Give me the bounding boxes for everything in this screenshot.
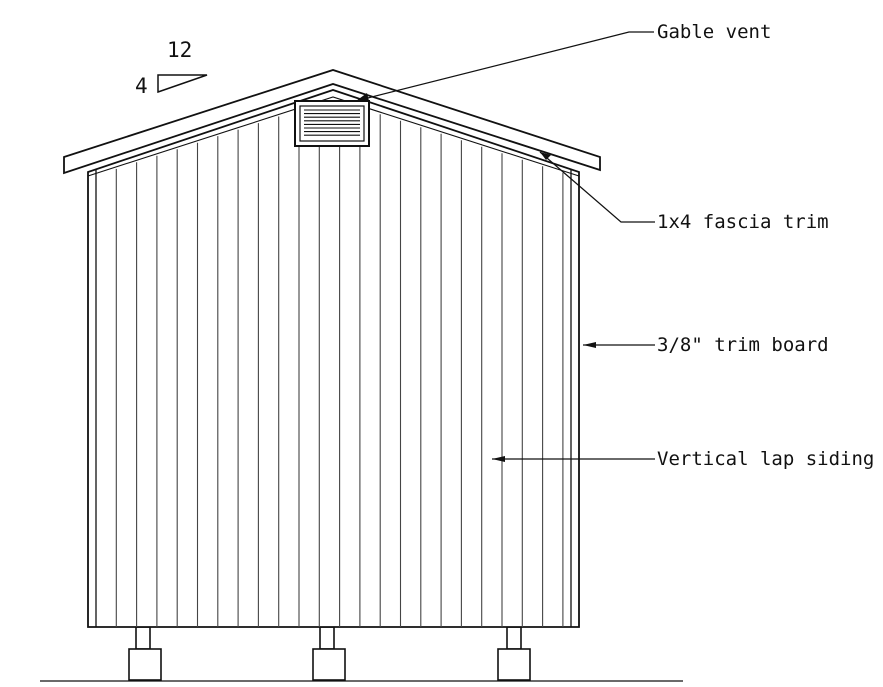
roof-pitch-symbol: 4 12 bbox=[135, 38, 208, 98]
arrow-trim-board bbox=[583, 342, 596, 348]
gable-wall bbox=[87, 89, 580, 628]
pier-center bbox=[312, 626, 346, 681]
leader-arrowheads bbox=[356, 93, 596, 462]
pier-left bbox=[128, 626, 162, 681]
label-vertical-lap-siding: Vertical lap siding bbox=[657, 448, 874, 470]
pitch-triangle bbox=[157, 74, 208, 94]
gable-vent bbox=[294, 100, 370, 147]
foundation-piers bbox=[128, 626, 531, 681]
arrow-fascia-trim bbox=[540, 152, 551, 160]
pitch-run-label: 12 bbox=[167, 38, 192, 62]
roof-fascia bbox=[63, 69, 601, 175]
siding-boards bbox=[115, 114, 564, 627]
pier-right bbox=[497, 626, 531, 681]
label-gable-vent: Gable vent bbox=[657, 21, 771, 43]
corner-trim-boards bbox=[95, 170, 572, 627]
leader-gable-vent bbox=[355, 31, 654, 102]
arrow-siding bbox=[492, 456, 505, 462]
label-fascia-trim: 1x4 fascia trim bbox=[657, 211, 829, 233]
pitch-rise-label: 4 bbox=[135, 74, 148, 98]
leader-fascia-trim bbox=[539, 151, 655, 223]
vent-louvers bbox=[304, 109, 360, 136]
fascia-inner-line bbox=[87, 96, 580, 177]
arrow-gable-vent bbox=[356, 93, 369, 101]
label-trim-board: 3/8" trim board bbox=[657, 334, 829, 356]
